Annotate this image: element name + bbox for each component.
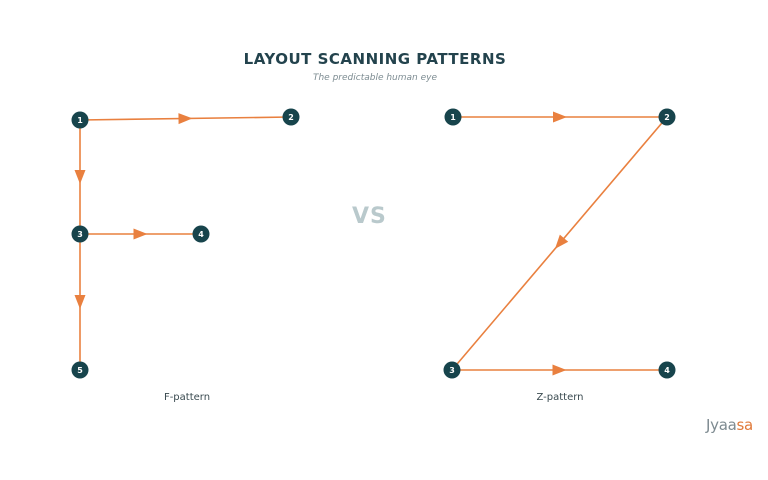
z-pattern-node-label: 1 xyxy=(450,113,456,122)
brand-logo: Jyaasa xyxy=(706,416,753,434)
f-pattern-node-4: 4 xyxy=(192,225,210,243)
logo-text-main: Jyaa xyxy=(706,416,737,434)
z-pattern-node-circle xyxy=(444,108,462,126)
f-pattern-node-circle xyxy=(71,361,89,379)
f-pattern-node-5: 5 xyxy=(71,361,89,379)
z-pattern-node-circle xyxy=(658,108,676,126)
f-pattern-node-label: 1 xyxy=(77,116,83,125)
f-pattern-node-2: 2 xyxy=(282,108,300,126)
z-pattern-node-circle xyxy=(658,361,676,379)
f-pattern-caption: F-pattern xyxy=(163,392,211,403)
f-pattern-node-label: 4 xyxy=(198,230,204,239)
f-pattern-node-circle xyxy=(71,225,89,243)
f-pattern-node-circle xyxy=(71,111,89,129)
f-pattern-node-circle xyxy=(192,225,210,243)
logo-text-accent: sa xyxy=(736,416,754,434)
z-pattern-node-label: 4 xyxy=(664,366,670,375)
page-subtitle: The predictable human eye xyxy=(312,73,438,83)
f-pattern-arrowhead-icon xyxy=(178,113,193,125)
f-pattern-arrowhead-icon xyxy=(133,228,148,240)
f-pattern-node-label: 2 xyxy=(288,113,294,122)
z-pattern-arrowhead-icon xyxy=(552,364,567,376)
z-pattern-node-circle xyxy=(443,361,461,379)
z-pattern-arrowhead-icon xyxy=(554,234,569,249)
f-pattern-node-1: 1 xyxy=(71,111,89,129)
f-pattern-diagram: 1 2 3 4 5 xyxy=(71,108,300,379)
f-pattern-arrowhead-icon xyxy=(74,295,86,309)
vs-label: VS xyxy=(352,204,387,229)
z-pattern-node-3: 3 xyxy=(443,361,461,379)
f-pattern-arrowhead-icon xyxy=(74,170,86,184)
f-pattern-node-label: 3 xyxy=(77,230,83,239)
page-title: LAYOUT SCANNING PATTERNS xyxy=(243,50,507,68)
z-pattern-node-label: 3 xyxy=(449,366,455,375)
z-pattern-caption: Z-pattern xyxy=(536,392,584,403)
f-pattern-node-3: 3 xyxy=(71,225,89,243)
z-pattern-node-1: 1 xyxy=(444,108,462,126)
z-pattern-diagram: 1 2 3 4 xyxy=(443,108,676,379)
f-pattern-node-label: 5 xyxy=(77,366,83,375)
z-pattern-node-label: 2 xyxy=(664,113,670,122)
z-pattern-arrowhead-icon xyxy=(553,111,567,123)
z-pattern-node-4: 4 xyxy=(658,361,676,379)
z-pattern-node-2: 2 xyxy=(658,108,676,126)
f-pattern-node-circle xyxy=(282,108,300,126)
